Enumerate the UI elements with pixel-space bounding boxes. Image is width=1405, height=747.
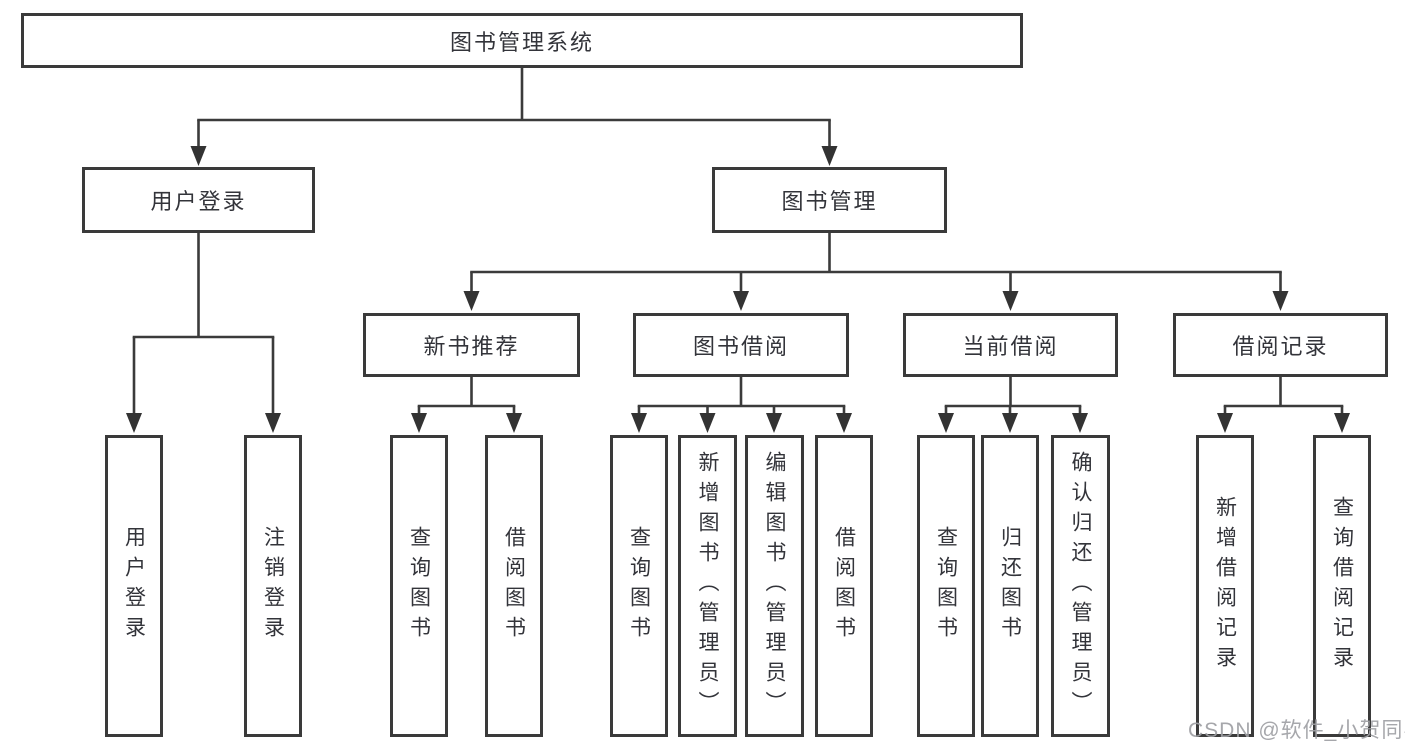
leaf-add-books-admin: 新增图书（管理员） [678, 435, 737, 737]
leaf-query-books-recommend: 查询图书 [390, 435, 448, 737]
node-label: 借阅记录 [1232, 334, 1329, 359]
leaf-add-borrow-record: 新增借阅记录 [1196, 435, 1254, 737]
node-current-borrowing: 当前借阅 [903, 313, 1118, 377]
node-book-borrowing: 图书借阅 [633, 313, 849, 377]
leaf-label: 注销登录 [261, 526, 285, 646]
leaf-confirm-return-admin: 确认归还（管理员） [1051, 435, 1110, 737]
leaf-label: 归还图书 [998, 526, 1022, 646]
node-new-book-recommend: 新书推荐 [363, 313, 580, 377]
node-label: 新书推荐 [423, 334, 520, 359]
node-borrowing-records: 借阅记录 [1173, 313, 1388, 377]
leaf-label: 确认归还（管理员） [1069, 451, 1092, 721]
leaf-label: 用户登录 [122, 526, 146, 646]
leaf-label: 查询图书 [407, 526, 431, 646]
node-user-login: 用户登录 [82, 167, 315, 233]
leaf-label: 查询图书 [627, 526, 651, 646]
node-book-management: 图书管理 [712, 167, 947, 233]
leaf-edit-books-admin: 编辑图书（管理员） [745, 435, 804, 737]
leaf-label: 新增图书（管理员） [696, 451, 719, 721]
leaf-label: 借阅图书 [502, 526, 526, 646]
leaf-query-borrow-record: 查询借阅记录 [1313, 435, 1371, 737]
leaf-borrow-books-recommend: 借阅图书 [485, 435, 543, 737]
node-library-management-system: 图书管理系统 [21, 13, 1023, 68]
node-label: 当前借阅 [962, 334, 1059, 359]
leaf-return-books: 归还图书 [981, 435, 1039, 737]
node-label: 用户登录 [150, 189, 247, 214]
csdn-watermark: CSDN @软件_小贺同学 [1188, 719, 1405, 742]
leaf-label: 新增借阅记录 [1213, 496, 1237, 676]
node-label: 图书管理 [781, 189, 878, 214]
leaf-label: 借阅图书 [832, 526, 856, 646]
node-label: 图书管理系统 [449, 29, 594, 55]
leaf-logout: 注销登录 [244, 435, 302, 737]
leaf-user-login: 用户登录 [105, 435, 163, 737]
leaf-query-books-current: 查询图书 [917, 435, 975, 737]
leaf-label: 编辑图书（管理员） [763, 451, 786, 721]
node-label: 图书借阅 [692, 334, 789, 359]
leaf-query-books-borrow: 查询图书 [610, 435, 668, 737]
leaf-borrow-books: 借阅图书 [815, 435, 873, 737]
leaf-label: 查询图书 [934, 526, 958, 646]
leaf-label: 查询借阅记录 [1330, 496, 1354, 676]
